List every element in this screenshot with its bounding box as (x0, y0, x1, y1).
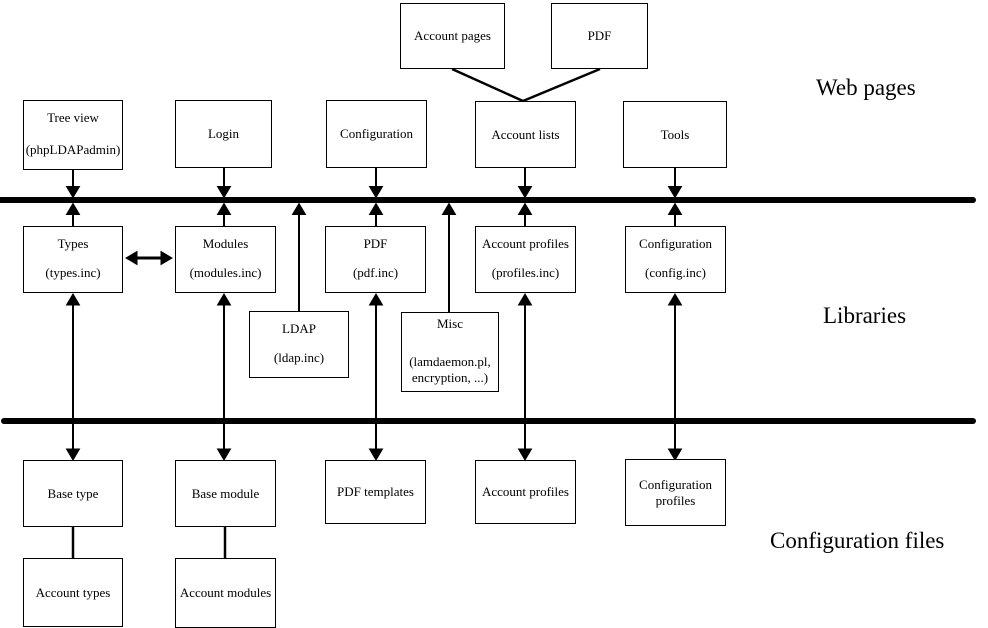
node-label: Base type (47, 485, 99, 501)
node-sublabel: (pdf.inc) (352, 265, 399, 280)
edge-accountpages-accountlists (451, 67, 524, 103)
arrow-types-modules (125, 250, 173, 266)
node-base-module: Base module (175, 460, 276, 527)
node-label: Tools (660, 126, 690, 142)
node-label: PDF templates (337, 484, 414, 499)
node-account-lists: Account lists (475, 101, 576, 168)
node-login: Login (175, 100, 272, 168)
node-label: Login (207, 126, 240, 141)
node-ldap: LDAP (ldap.inc) (249, 311, 349, 378)
node-pdf-templates: PDF templates (325, 460, 426, 524)
node-label: Types (57, 236, 89, 251)
arrow-tools-configurationlib-via-bus1 (667, 168, 683, 226)
node-label: PDF (587, 28, 612, 43)
node-sublabel: (ldap.inc) (273, 350, 325, 365)
node-sublabel: (lamdaemon.pl, (409, 354, 491, 369)
node-label: Account profiles (481, 236, 569, 251)
arrow-accountprofileslib-accountprofilesfile-via-bus2 (517, 293, 533, 461)
node-account-profiles-file: Account profiles (475, 460, 576, 524)
node-modules: Modules (modules.inc) (175, 226, 276, 293)
tier-label-web-pages: Web pages (816, 75, 916, 100)
node-label: Account lists (491, 126, 560, 142)
arrow-login-modules-via-bus1 (216, 168, 232, 226)
node-tree-view: Tree view (phpLDAPadmin) (23, 100, 123, 170)
node-pdf-page: PDF (551, 3, 648, 69)
arrow-pdflib-pdftemplates-via-bus2 (368, 293, 384, 461)
arrow-modules-basemodule-via-bus2 (216, 293, 232, 461)
node-label: Account profiles (481, 484, 569, 499)
node-sublabel: (modules.inc) (189, 265, 262, 280)
node-label: Base module (191, 485, 260, 501)
node-label: Configuration (340, 126, 413, 141)
node-label: LDAP (282, 321, 316, 336)
node-label: Configuration (639, 476, 712, 492)
node-account-pages: Account pages (400, 3, 505, 69)
arrow-configurationlib-configurationprofiles-via-bus2 (667, 293, 683, 461)
arrow-misc-bus1 (441, 202, 457, 312)
node-label: Account pages (414, 28, 491, 43)
node-sublabel: (phpLDAPadmin) (25, 142, 121, 157)
node-pdf-lib: PDF (pdf.inc) (325, 226, 426, 293)
node-types: Types (types.inc) (23, 226, 123, 293)
node-label: Configuration (639, 236, 712, 251)
node-label: Modules (202, 236, 249, 251)
tier-label-libraries: Libraries (823, 303, 907, 328)
node-sublabel: encryption, ...) (411, 370, 489, 385)
node-sublabel: (types.inc) (45, 265, 101, 280)
node-configuration-page: Configuration (326, 100, 427, 168)
node-label: Tree view (47, 110, 99, 125)
arrow-types-basetype-via-bus2 (65, 293, 81, 461)
node-label: Misc (437, 316, 463, 331)
node-tools: Tools (623, 101, 727, 168)
arrow-treeview-types-via-bus1 (65, 170, 81, 226)
edge-pdfpage-accountlists (522, 67, 601, 103)
node-label: Account modules (179, 585, 272, 600)
tier-label-configuration-files: Configuration files (770, 528, 945, 553)
node-sublabel: (profiles.inc) (491, 265, 560, 280)
node-label: Account types (35, 584, 111, 600)
node-sublabel: (config.inc) (644, 265, 706, 280)
node-account-modules: Account modules (175, 558, 276, 628)
arrow-ldap-bus1 (291, 202, 307, 311)
node-base-type: Base type (23, 460, 123, 527)
node-configuration-lib: Configuration (config.inc) (625, 226, 726, 293)
node-misc: Misc (lamdaemon.pl, encryption, ...) (401, 312, 499, 392)
node-sublabel: profiles (655, 492, 696, 508)
arrow-accountlists-accountprofiles-via-bus1 (517, 168, 533, 226)
arrow-configuration-pdflib-via-bus1 (368, 168, 384, 226)
node-account-types: Account types (23, 558, 123, 627)
node-account-profiles-lib: Account profiles (profiles.inc) (475, 226, 576, 293)
node-label: PDF (363, 236, 388, 251)
node-configuration-profiles: Configuration profiles (625, 459, 726, 526)
